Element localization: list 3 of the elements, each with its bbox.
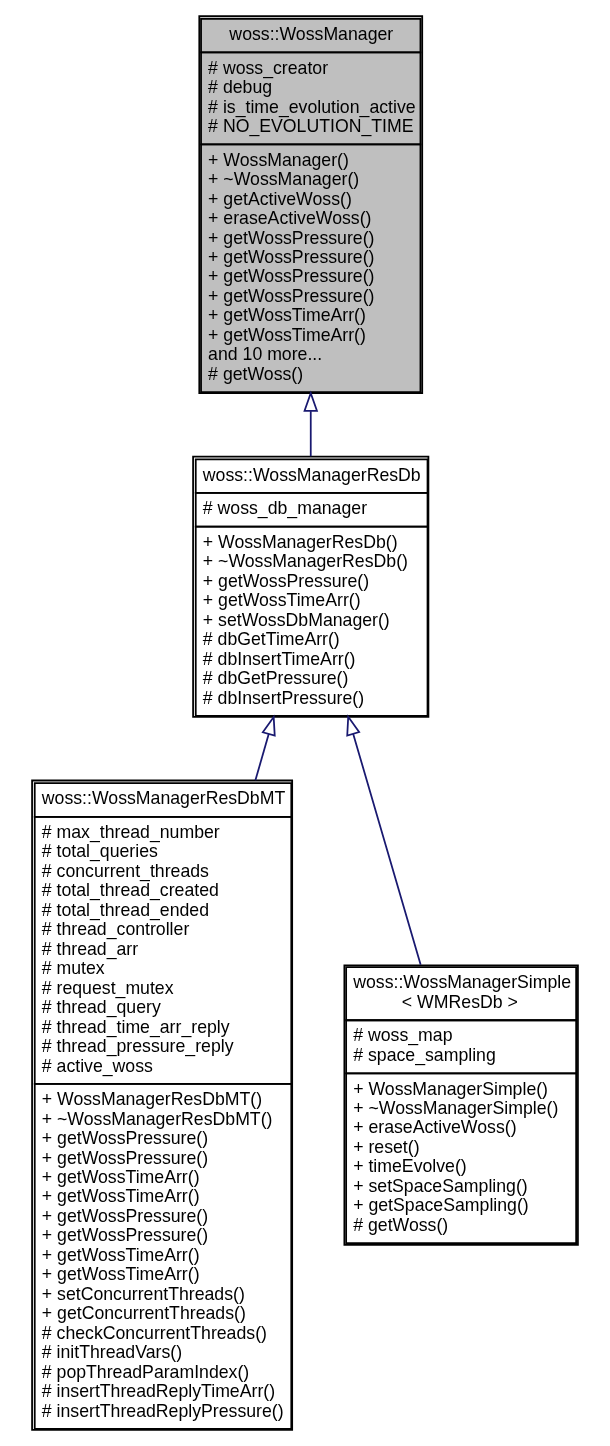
- arrow: [303, 390, 319, 458]
- arrow: [346, 714, 422, 966]
- arrow: [254, 714, 276, 782]
